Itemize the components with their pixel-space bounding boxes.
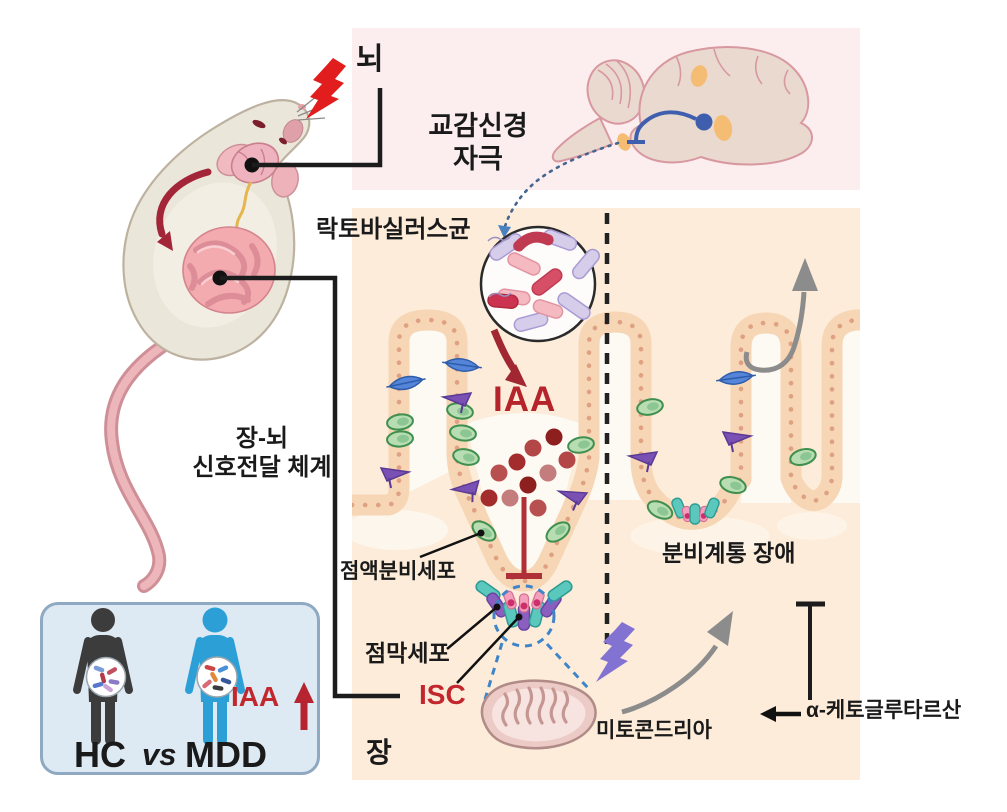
mucus-secreting-cells <box>386 398 817 543</box>
mdd-figure <box>185 607 245 745</box>
label-mucosa-cell: 점막세포 <box>365 640 450 666</box>
secretion-escape-arrow-bottom <box>621 611 733 715</box>
mouse-nose <box>298 104 306 110</box>
isc-cells <box>503 590 545 613</box>
akg-inhibition-tbar <box>796 601 825 700</box>
intestinal-epithelium <box>352 309 860 592</box>
brain-nuclei <box>617 65 733 151</box>
label-iaa-main: IAA <box>493 380 557 419</box>
label-iaa-box: IAA <box>231 681 280 712</box>
label-gut-brain-axis: 장-뇌 신호전달 체계 <box>192 425 332 482</box>
hc-microbiome <box>85 656 127 698</box>
isc-magnifier-dashes <box>481 584 590 707</box>
iaa-inhibition-tbar <box>506 497 542 579</box>
label-lactobacillus: 락토바실러스균 <box>316 216 471 243</box>
secretion-escape-arrow-top <box>743 258 818 373</box>
paneth-cells <box>379 392 754 511</box>
label-secretory-disorder: 분비계통 장애 <box>662 540 796 566</box>
right-crypt-cells <box>671 497 720 525</box>
mouse-illustration <box>104 58 346 593</box>
nerve-signal-dashed-path <box>502 141 620 232</box>
lactobacillus-inset <box>479 225 600 387</box>
mitochondria-illustration <box>480 679 597 750</box>
iaa-molecules <box>480 428 576 517</box>
mouse-intestine <box>182 226 276 314</box>
bacteria-rods <box>487 229 600 332</box>
enteroendocrine-cells <box>386 358 756 391</box>
label-mitochondria: 미토콘드리아 <box>596 719 712 742</box>
mouse-eye <box>252 119 266 129</box>
brain-illustration <box>498 46 813 238</box>
mouse-tail <box>104 325 193 593</box>
lightning-bolt-red-icon <box>306 58 346 119</box>
label-brain: 뇌 <box>356 43 384 76</box>
akg-supply-arrow <box>760 706 801 722</box>
lightning-bolt-purple-icon <box>596 622 635 682</box>
stress-loop-arrow <box>156 168 212 238</box>
label-mucus-secreting-cell: 점액분비세포 <box>340 560 456 583</box>
connector-brain-label <box>244 88 383 173</box>
connector-gut-isc <box>212 270 400 699</box>
label-gut: 장 <box>366 737 392 768</box>
label-isc: ISC <box>419 679 466 710</box>
iaa-increase-arrow <box>294 682 314 730</box>
label-mdd: MDD <box>185 734 267 775</box>
crypt-base-cells <box>475 580 573 631</box>
label-pointer-lines <box>419 529 523 684</box>
label-vs: vs <box>142 737 177 772</box>
sympathetic-neuron <box>627 110 713 144</box>
label-alpha-ketoglutarate: α-케토글루타르산 <box>806 699 962 722</box>
label-sympathetic-stimulation: 교감신경 자극 <box>428 111 528 174</box>
hc-figure <box>73 608 133 745</box>
hc-vs-mdd-box <box>40 602 320 775</box>
mouse-ear-right <box>282 119 304 143</box>
label-hc: HC <box>74 734 126 775</box>
